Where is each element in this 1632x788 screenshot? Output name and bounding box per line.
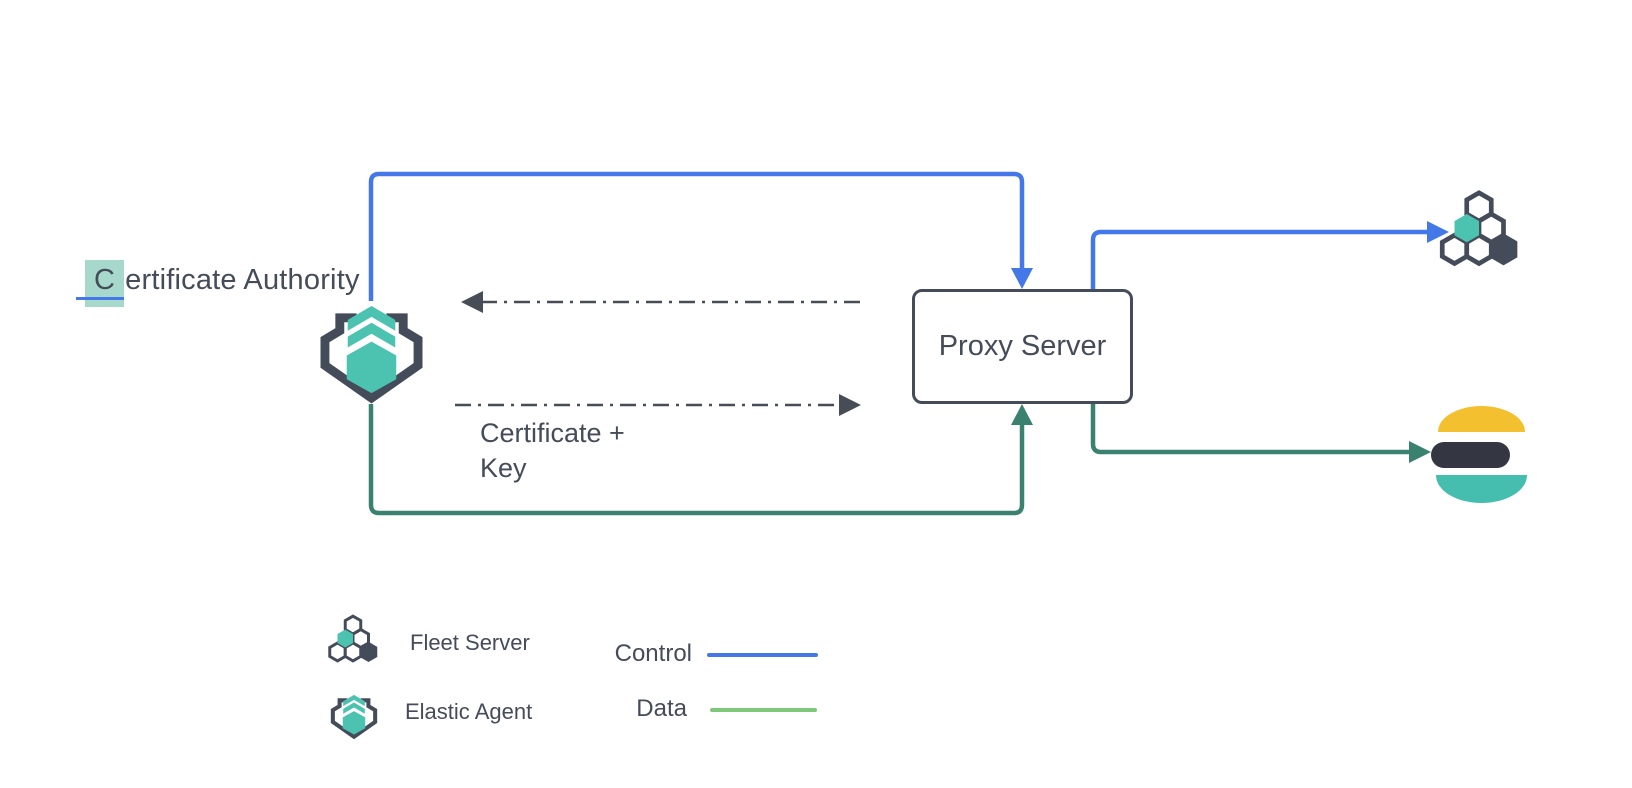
arrowhead-right-icon [1409,441,1431,463]
arrowhead-down-icon [1011,268,1033,289]
legend-elastic-agent-label[interactable]: Elastic Agent [405,699,533,724]
highlighted-letter[interactable]: C [75,260,125,307]
certificate-key-label[interactable]: Certificate + Key [480,416,625,486]
control-wire-agent-to-proxy[interactable] [368,171,1025,301]
arrowhead-right-icon [839,394,861,416]
data-wire-proxy-to-elasticsearch[interactable] [1090,404,1409,455]
certificate-key-line1: Certificate + [480,418,625,448]
legend-fleet-server-icon[interactable] [322,613,384,667]
legend-data-line [710,708,817,712]
arrowhead-up-icon [1011,404,1033,425]
certificate-key-line2: Key [480,453,527,483]
legend-fleet-server-label[interactable]: Fleet Server [410,630,530,655]
legend-data-label[interactable]: Data [636,695,687,722]
proxy-server-node[interactable]: Proxy Server [912,289,1133,404]
legend-control-line [707,653,818,657]
data-wire-agent-to-proxy[interactable] [368,404,1025,516]
legend-elastic-agent-icon[interactable] [327,693,381,740]
elasticsearch-logo-icon[interactable] [1431,403,1529,505]
control-wire-proxy-to-fleet[interactable] [1090,229,1427,289]
fleet-server-honeycomb-icon[interactable] [1430,188,1528,273]
arrowhead-left-icon [461,291,483,313]
elasticsearch-logo-top-arc [1438,406,1525,432]
elasticsearch-logo-middle-bar [1431,442,1510,468]
certificate-authority-label-text: ertificate Authority [125,264,360,296]
elasticsearch-logo-bottom-arc [1436,475,1527,503]
elastic-agent-hexagon-icon[interactable] [312,302,431,405]
legend-control-label[interactable]: Control [614,640,692,667]
arrowhead-right-icon [1427,221,1449,243]
